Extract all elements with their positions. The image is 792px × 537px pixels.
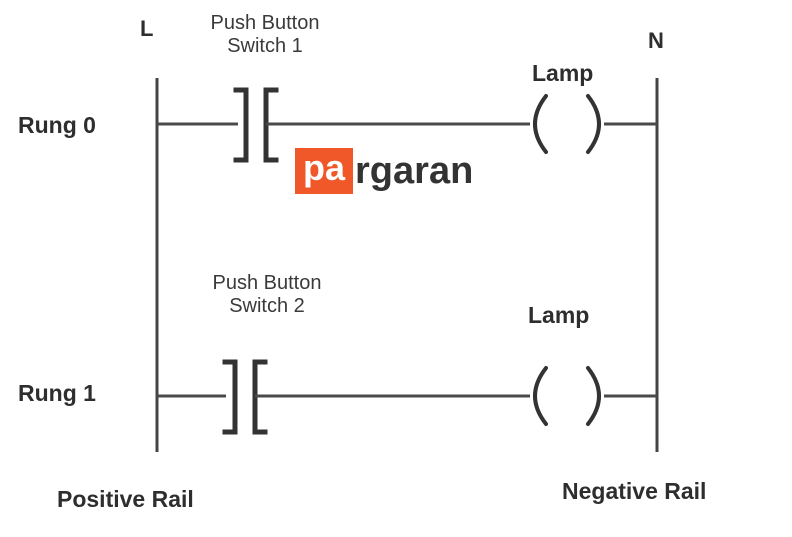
watermark-text: rgaran [355, 150, 474, 192]
watermark-highlight: pa [295, 148, 354, 194]
rung-1-lamp-label: Lamp [528, 302, 590, 328]
rung-0-switch-label: Push Button Switch 1 [180, 12, 350, 58]
rung-0-label: Rung 0 [18, 112, 96, 138]
rung-0 [157, 87, 657, 163]
pargaran-watermark-logo: pa rgaran [295, 148, 473, 194]
rung-1-label: Rung 1 [18, 380, 96, 406]
rung-0-switch-label-line1: Push Button [210, 12, 320, 34]
rung-1 [157, 359, 657, 435]
rung-0-switch-label-line2: Switch 1 [227, 35, 303, 57]
rung-1-switch-label-line2: Switch 2 [229, 295, 305, 317]
rung-1-switch-label-line1: Push Button [212, 272, 322, 294]
rung-1-lamp-coil-symbol [533, 366, 601, 426]
rung-1-switch-label: Push Button Switch 2 [182, 272, 352, 318]
negative-rail-label: Negative Rail [562, 478, 707, 504]
right-rail-letter: N [648, 28, 664, 53]
rung-0-lamp-label: Lamp [532, 60, 594, 86]
rung-0-lamp-coil-symbol [533, 94, 601, 154]
positive-rail-label: Positive Rail [57, 486, 194, 512]
left-rail-letter: L [140, 16, 154, 41]
